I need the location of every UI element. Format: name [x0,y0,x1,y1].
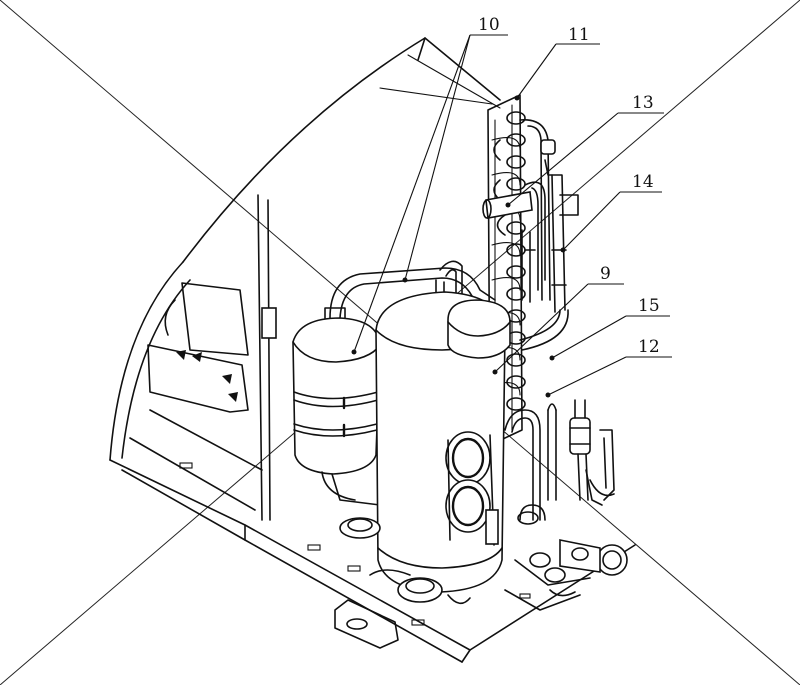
accumulator [292,307,381,506]
right-pipes [482,119,579,351]
leader-lines [353,34,672,396]
callout-11: 11 [568,25,590,45]
compressor [339,291,511,605]
valve-assembly [504,399,628,611]
suction-pipe [329,260,496,346]
callout-14: 14 [632,172,654,192]
leader-dots [351,95,566,398]
callout-10: 10 [478,15,500,35]
housing-panel [109,37,636,663]
callout-13: 13 [632,93,654,113]
callout-labels: 10 11 13 14 9 15 12 [478,15,660,357]
callout-9: 9 [600,264,611,284]
callout-12: 12 [638,337,660,357]
callout-15: 15 [638,296,660,316]
